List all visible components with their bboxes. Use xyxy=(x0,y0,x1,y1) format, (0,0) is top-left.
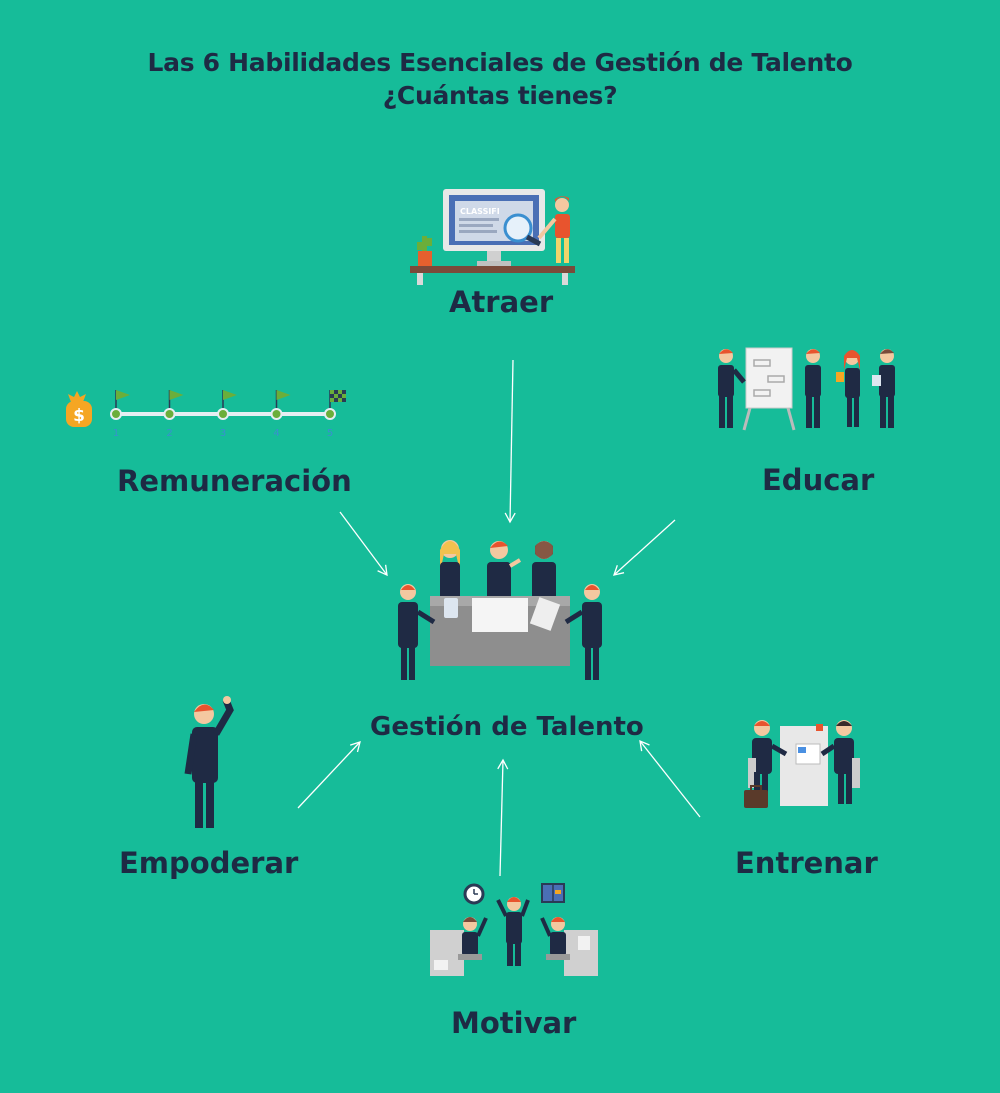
clock-icon xyxy=(463,883,485,905)
person-center xyxy=(487,541,522,602)
label-motivar: Motivar xyxy=(451,1006,577,1040)
flag-icon xyxy=(276,390,291,400)
plant-icon xyxy=(417,236,432,266)
timeline-step: 4 xyxy=(270,390,291,439)
person-student-1 xyxy=(805,349,821,428)
timeline-step: 5 xyxy=(324,390,346,439)
label-remuneracion: Remuneración xyxy=(117,464,352,498)
timeline-step: 2 xyxy=(163,390,184,439)
timeline-step-number: 2 xyxy=(166,428,172,439)
timeline-step: 1 xyxy=(110,390,130,439)
person-student-2 xyxy=(836,350,860,427)
label-empoderar: Empoderar xyxy=(119,846,299,880)
cubicle-right xyxy=(564,930,598,976)
title-line-2: ¿Cuántas tienes? xyxy=(382,81,618,110)
remuneracion-illustration: $ 1 2 3 4 5 xyxy=(66,390,346,439)
person-bearded xyxy=(532,541,556,602)
atraer-illustration: CLASSIFI xyxy=(410,189,575,285)
tablet-icon xyxy=(444,598,458,618)
timeline-dot xyxy=(270,408,283,420)
arrow-atraer xyxy=(504,359,516,524)
person-right-glasses xyxy=(564,584,602,680)
title-line-1: Las 6 Habilidades Esenciales de Gestión … xyxy=(147,48,853,77)
timeline-step-number: 3 xyxy=(220,428,226,439)
label-entrenar: Entrenar xyxy=(735,846,878,880)
flipchart-icon xyxy=(742,347,796,431)
timeline-dot xyxy=(110,408,122,420)
timeline-step-number: 5 xyxy=(327,428,333,439)
person-teacher xyxy=(718,349,746,428)
window-icon xyxy=(541,883,565,903)
person-trainee xyxy=(748,720,788,804)
table xyxy=(780,724,828,806)
educar-illustration xyxy=(718,347,895,431)
flag-icon xyxy=(169,390,184,400)
label-educar: Educar xyxy=(762,463,875,497)
person-sitting-right xyxy=(540,917,570,960)
mug-icon xyxy=(816,724,823,731)
timeline-steps: 1 2 3 4 5 xyxy=(110,390,346,439)
svg-text:$: $ xyxy=(73,406,85,426)
timeline-dot xyxy=(324,408,336,420)
arrow-empoderar xyxy=(297,741,361,809)
timeline-step-number: 4 xyxy=(273,428,279,439)
briefcase-icon xyxy=(744,785,768,808)
money-bag-icon: $ xyxy=(66,391,92,427)
person-recruiter xyxy=(537,196,570,263)
label-atraer: Atraer xyxy=(449,285,554,319)
infographic-title: Las 6 Habilidades Esenciales de Gestión … xyxy=(0,46,1000,112)
person-blonde xyxy=(440,540,460,602)
timeline-step-number: 1 xyxy=(113,428,119,439)
screen-text: CLASSIFI xyxy=(460,207,500,216)
arrow-motivar xyxy=(497,758,509,877)
cubicle-left xyxy=(430,930,464,976)
arrow-entrenar xyxy=(639,739,701,818)
entrenar-illustration xyxy=(744,720,860,808)
flag-icon xyxy=(223,390,237,400)
motivar-illustration xyxy=(430,883,598,976)
empoderar-illustration xyxy=(184,696,234,828)
label-gestion-talento: Gestión de Talento xyxy=(370,712,644,742)
timeline-dot xyxy=(217,408,229,420)
team-meeting-illustration xyxy=(398,540,602,680)
arrow-remuneracion xyxy=(339,511,388,577)
timeline-step: 3 xyxy=(217,390,237,439)
person-trainer xyxy=(820,720,860,804)
desk xyxy=(430,596,570,666)
magnifier-icon xyxy=(503,213,542,247)
person-standing xyxy=(496,897,530,966)
desk xyxy=(410,266,575,273)
person-raising-hand xyxy=(184,696,234,828)
person-left-glasses xyxy=(398,584,436,680)
flag-icon xyxy=(116,390,130,400)
timeline-dot xyxy=(163,408,176,420)
arrow-educar xyxy=(613,519,676,576)
person-sitting-left xyxy=(458,917,488,960)
person-student-3 xyxy=(872,349,895,428)
